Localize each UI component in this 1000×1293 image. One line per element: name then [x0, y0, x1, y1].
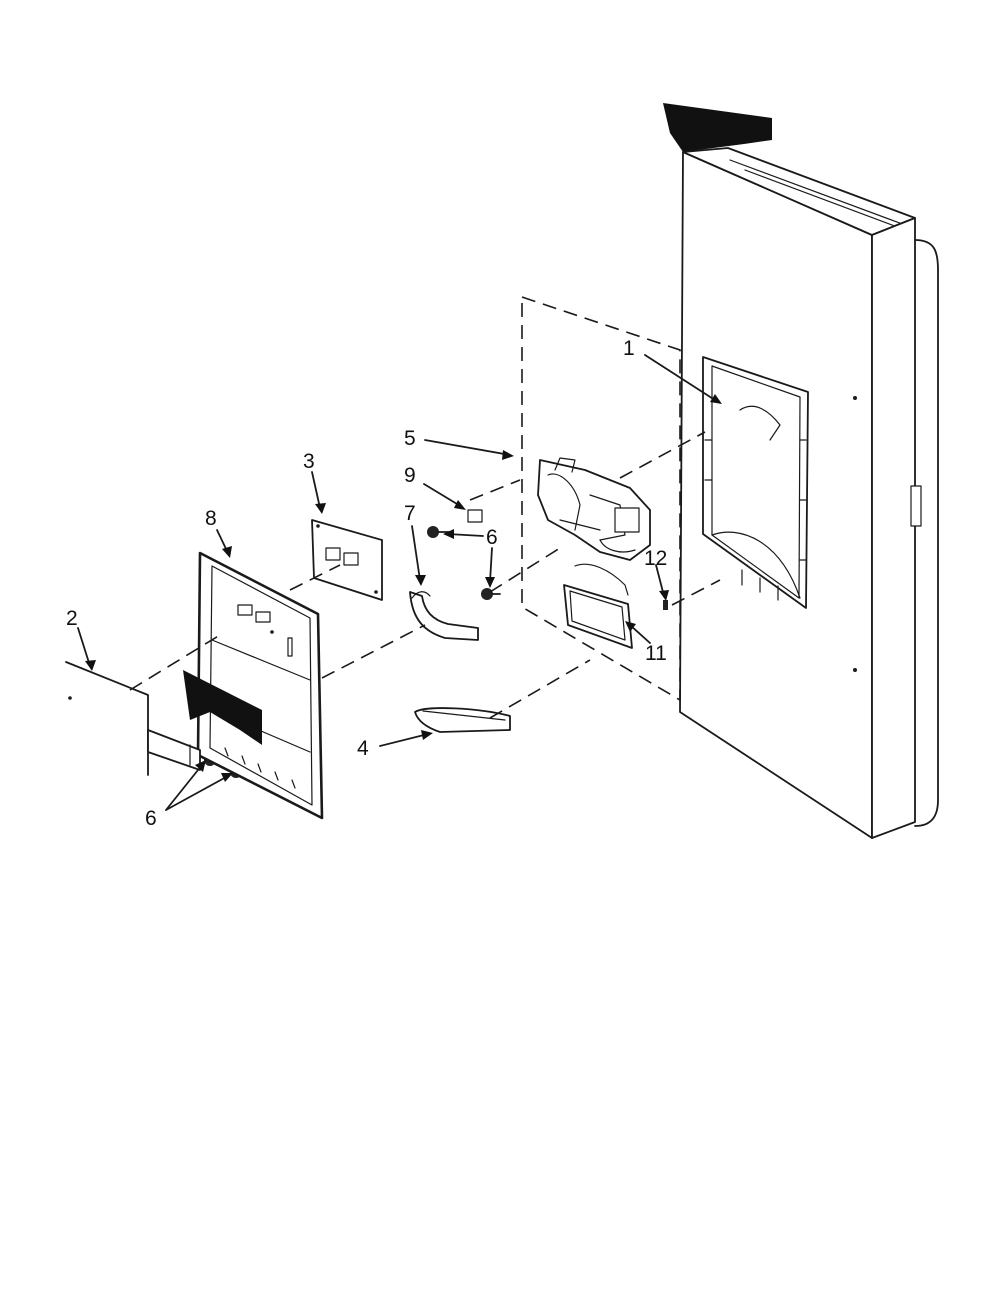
callout-3: 3 [303, 450, 315, 473]
callout-9: 9 [404, 464, 416, 487]
screw-upper [427, 526, 451, 538]
light-lens [563, 563, 633, 649]
callout-6-lower: 6 [145, 807, 157, 830]
dispenser-assembly [537, 457, 651, 561]
clip [663, 600, 668, 610]
callout-12: 12 [644, 547, 667, 570]
door-panel [663, 103, 939, 839]
callout-7: 7 [404, 502, 416, 525]
assembly-boundary [521, 295, 681, 702]
callout-labels: 1 2 3 4 5 6 6 7 8 9 11 12 [66, 337, 667, 830]
facade-shade [183, 670, 262, 745]
callout-5: 5 [404, 427, 416, 450]
callout-4: 4 [357, 737, 369, 760]
dispenser-cover [65, 661, 201, 776]
callout-1: 1 [623, 337, 635, 360]
screw-middle [481, 588, 501, 600]
dispenser-facade [183, 551, 324, 820]
callout-6-upper: 6 [486, 526, 498, 549]
spring [467, 509, 483, 523]
callout-8: 8 [205, 507, 217, 530]
callout-11: 11 [645, 642, 667, 665]
door-top-shade [663, 103, 772, 152]
leader-lines [77, 354, 722, 811]
actuator-lever [409, 591, 479, 641]
callout-2: 2 [66, 607, 78, 630]
alignment-lines [129, 431, 721, 719]
control-board [311, 519, 383, 601]
drip-tray [414, 707, 511, 733]
